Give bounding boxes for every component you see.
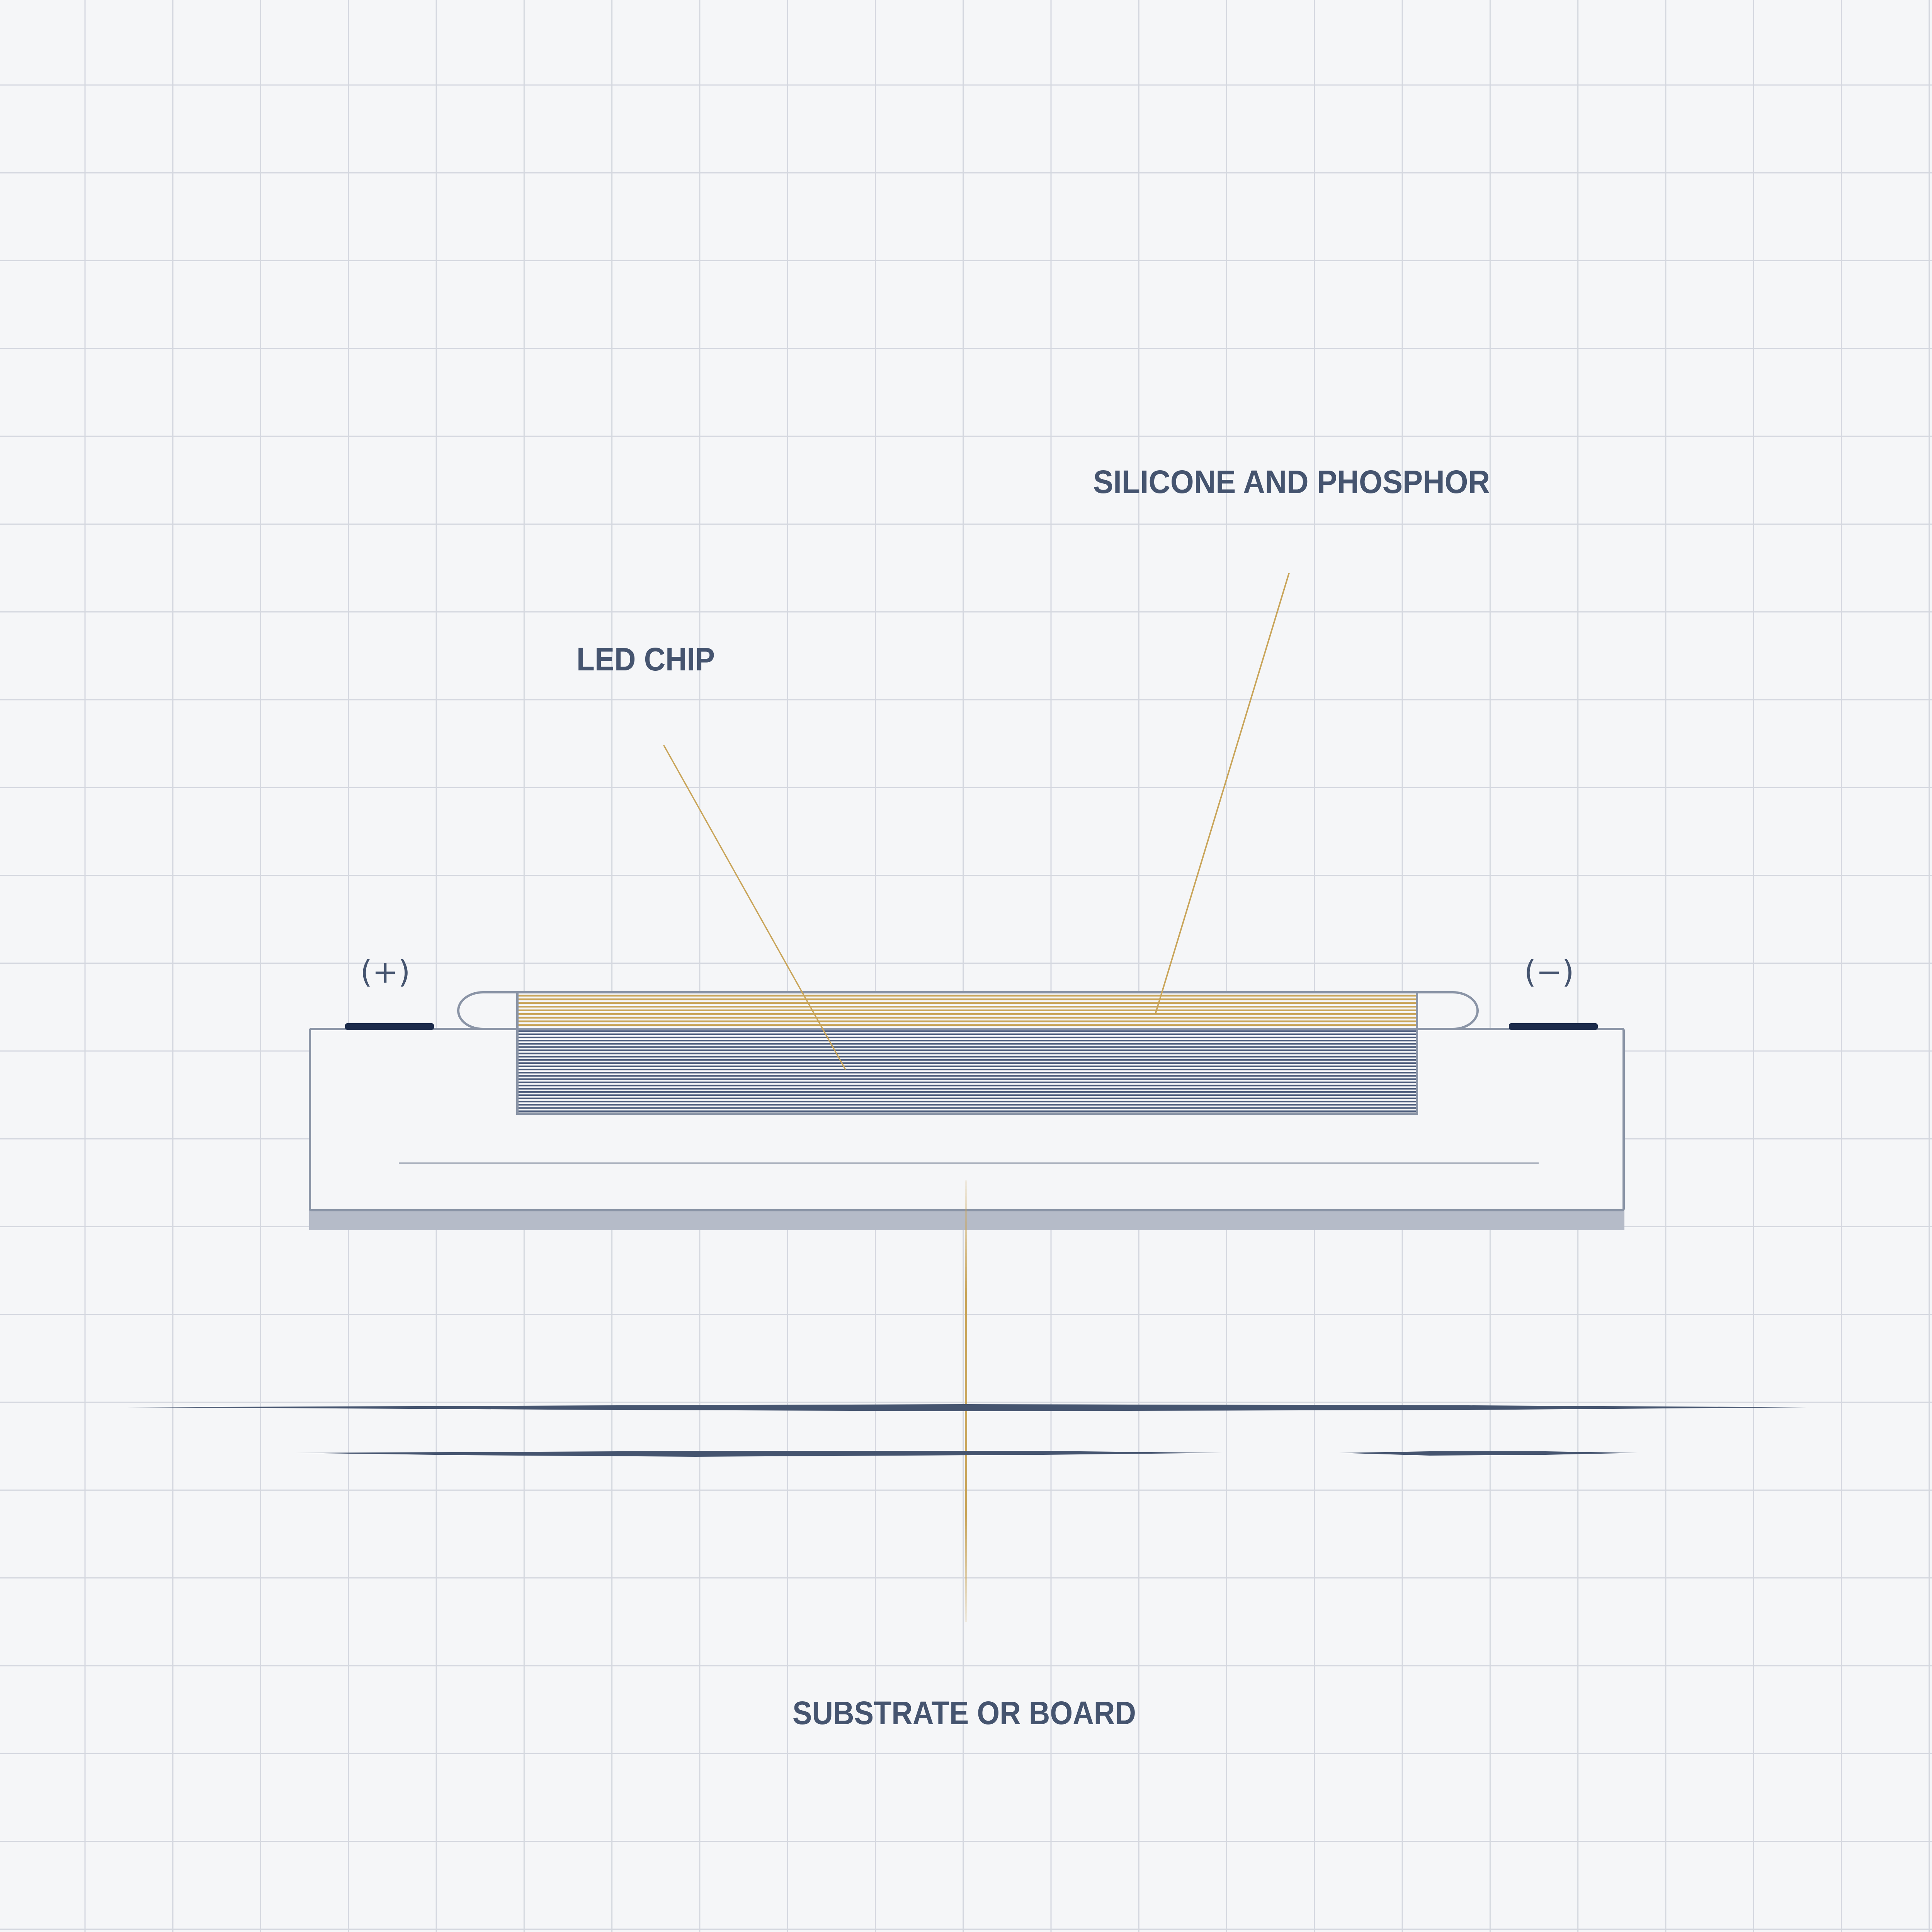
- led-chip-label: LED CHIP: [577, 641, 715, 677]
- silicone-leader-line: [1155, 573, 1290, 1013]
- led-chip-leader-line: [663, 745, 846, 1070]
- substrate-leader-line: [965, 1180, 967, 1622]
- substrate-shadow: [309, 1210, 1624, 1230]
- silicone-phosphor-layer: [516, 991, 1418, 1030]
- silicone-phosphor-label: SILICONE AND PHOSPHOR: [1093, 464, 1490, 500]
- led-chip: [516, 1028, 1418, 1115]
- negative-pad: [1509, 1023, 1598, 1030]
- substrate-label: SUBSTRATE OR BOARD: [793, 1695, 1136, 1731]
- ground-line-upper: [127, 1404, 1806, 1411]
- ground-line-lower-right: [1339, 1451, 1638, 1456]
- positive-terminal-label: (+): [360, 954, 410, 990]
- negative-terminal-label: (−): [1524, 954, 1574, 990]
- positive-pad: [345, 1023, 434, 1030]
- ground-line-lower-left: [296, 1451, 1222, 1457]
